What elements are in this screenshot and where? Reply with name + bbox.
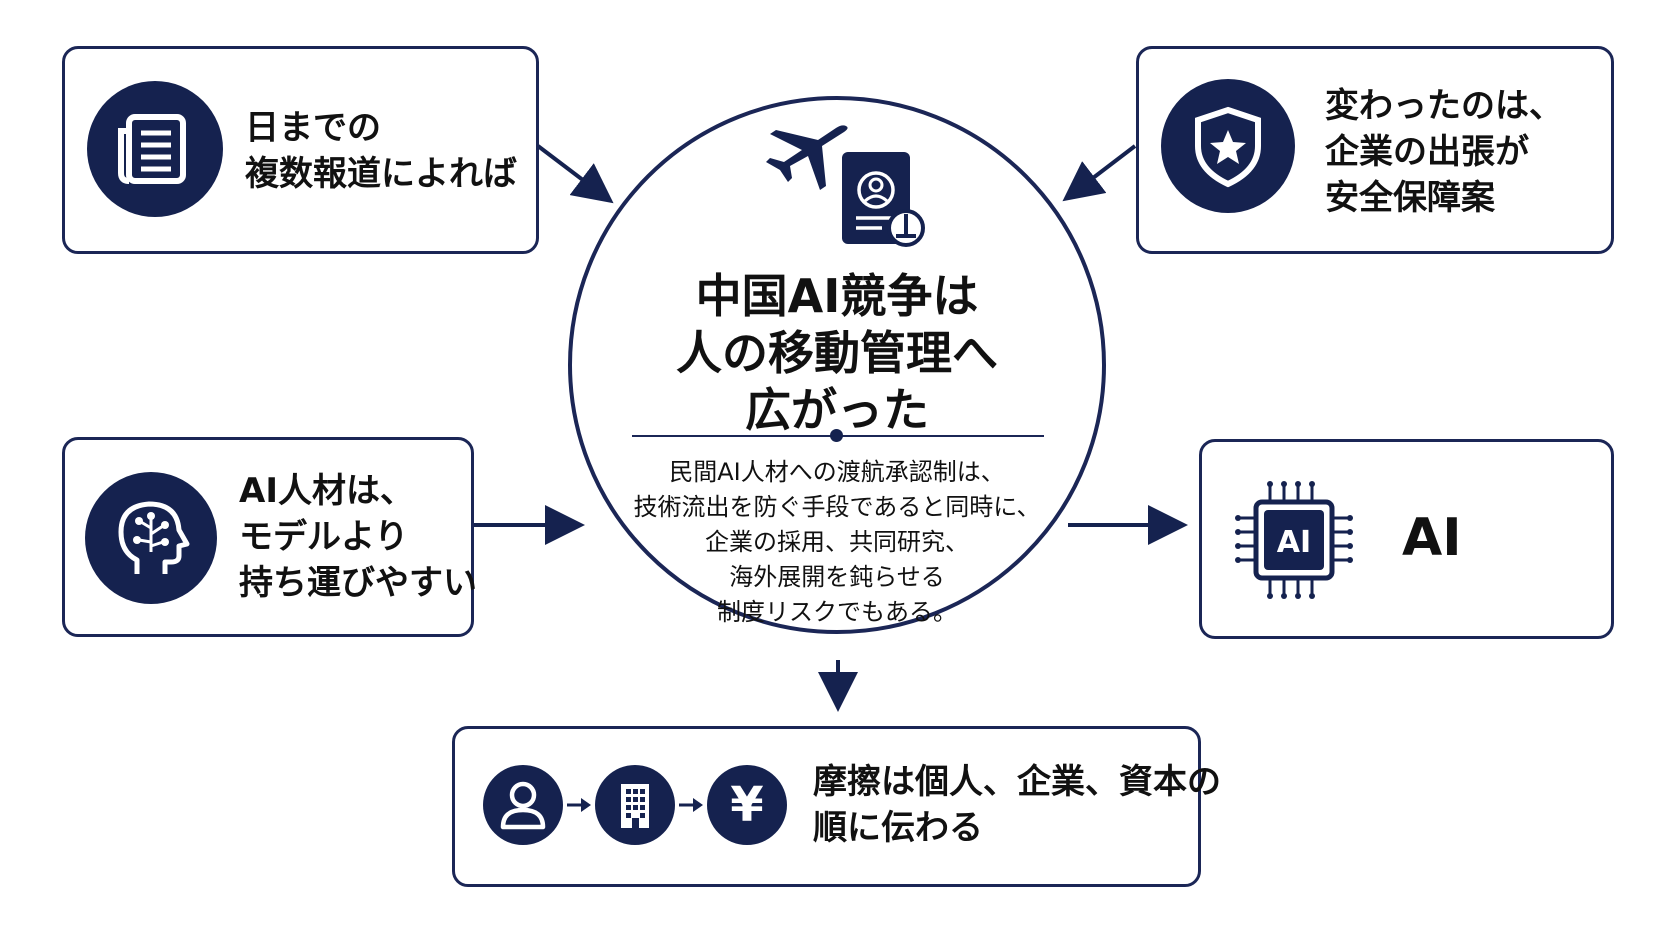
body-line: 企業の採用、共同研究、 xyxy=(705,528,969,556)
body-line: 民間AI人材への渡航承認制は、 xyxy=(669,458,1005,486)
top-right-box: 変わったのは、 企業の出張が 安全保障案 xyxy=(1136,46,1614,254)
text-line: 複数報道によれば xyxy=(245,154,517,194)
body-line: 技術流出を防ぐ手段であると同時に、 xyxy=(633,493,1041,521)
person-icon xyxy=(483,765,563,845)
arrow-top-left xyxy=(536,144,614,204)
center-title: 中国AI競争は 人の移動管理へ 広がった xyxy=(572,268,1102,439)
title-line: 中国AI競争は xyxy=(695,269,979,323)
top-right-text: 変わったのは、 企業の出張が 安全保障案 xyxy=(1325,83,1563,221)
building-icon xyxy=(595,765,675,845)
passport-icon xyxy=(842,152,925,247)
arrow-top-right xyxy=(1062,144,1137,202)
center-circle: 中国AI競争は 人の移動管理へ 広がった 民間AI人材への渡航承認制は、 技術流… xyxy=(568,96,1106,634)
middle-left-text: AI人材は、 モデルより 持ち運びやすい xyxy=(239,468,477,606)
airplane-icon xyxy=(766,125,848,190)
title-line: 人の移動管理へ xyxy=(676,326,998,380)
text-line: 安全保障案 xyxy=(1325,178,1495,218)
text-line: 順に伝わる xyxy=(813,808,983,848)
small-arrow-1 xyxy=(567,798,591,812)
text-line: AI人材は、 xyxy=(239,471,414,511)
title-line: 広がった xyxy=(745,383,929,437)
top-left-text: 日までの 複数報道によれば xyxy=(245,105,517,197)
text-line: 企業の出張が xyxy=(1325,132,1529,172)
middle-right-box: AI AI xyxy=(1199,439,1614,639)
chip-label: AI xyxy=(1277,525,1311,560)
middle-left-box: AI人材は、 モデルより 持ち運びやすい xyxy=(62,437,477,637)
text-line: 日までの xyxy=(245,108,381,148)
body-line: 制度リスクでもある。 xyxy=(717,598,957,626)
shield-star-icon xyxy=(1161,79,1295,213)
center-body: 民間AI人材への渡航承認制は、 技術流出を防ぐ手段であると同時に、 企業の採用、… xyxy=(572,455,1102,630)
text-line: 変わったのは、 xyxy=(1325,86,1563,126)
newspaper-icon xyxy=(87,81,223,217)
ai-brain-head-icon xyxy=(85,472,217,604)
small-arrow-2 xyxy=(679,798,703,812)
bottom-box: ¥ 摩擦は個人、企業、資本の 順に伝わる xyxy=(452,726,1221,887)
center-divider-dot xyxy=(830,429,843,442)
text-line: 持ち運びやすい xyxy=(239,563,477,603)
body-line: 海外展開を鈍らせる xyxy=(729,563,945,591)
text-line: 摩擦は個人、企業、資本の xyxy=(813,762,1221,802)
yen-icon: ¥ xyxy=(707,765,787,845)
ai-chip-icon: AI xyxy=(1235,481,1353,599)
middle-right-label: AI xyxy=(1402,508,1462,568)
yen-symbol: ¥ xyxy=(730,777,764,833)
top-left-box: 日までの 複数報道によれば xyxy=(62,46,539,254)
text-line: モデルより xyxy=(239,517,409,557)
bottom-text: 摩擦は個人、企業、資本の 順に伝わる xyxy=(813,759,1221,851)
